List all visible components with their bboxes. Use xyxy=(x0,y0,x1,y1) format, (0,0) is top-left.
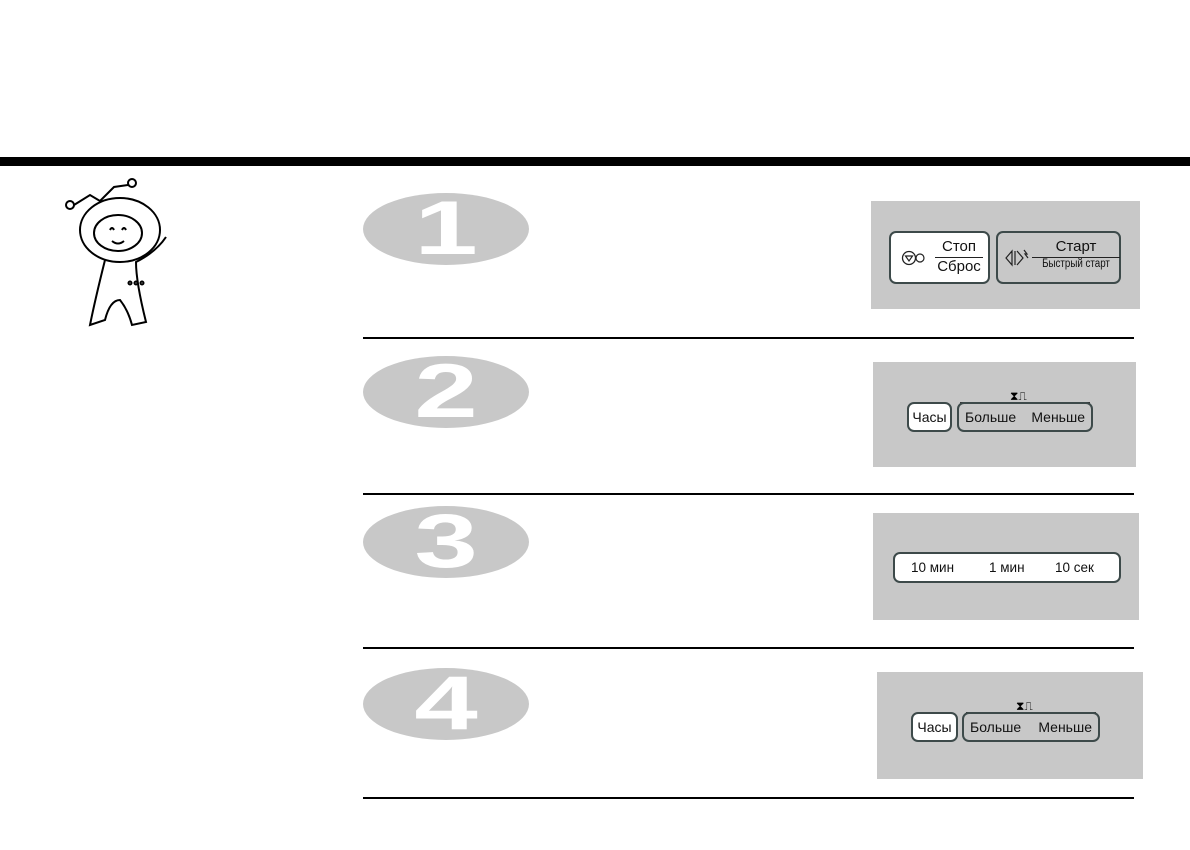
more-button[interactable]: Больше xyxy=(965,409,1017,425)
header-bar xyxy=(0,157,1190,166)
more-less-buttons: Больше Меньше xyxy=(957,402,1093,432)
less-button[interactable]: Меньше xyxy=(1031,409,1085,425)
step-number-3: 3 xyxy=(363,504,529,580)
reset-label: Сброс xyxy=(937,258,981,275)
step-number-4: 4 xyxy=(363,666,529,742)
ten-min-button[interactable]: 10 мин xyxy=(911,560,955,575)
timer-weight-icon: ⧗⎍ xyxy=(1012,699,1037,714)
stop-reset-button[interactable]: Стоп Сброс xyxy=(889,231,990,284)
step-number-2: 2 xyxy=(363,354,529,430)
divider xyxy=(363,647,1134,649)
quick-start-label: Быстрый старт xyxy=(1042,258,1110,270)
more-less-buttons: Больше Меньше xyxy=(962,712,1100,742)
clock-button[interactable]: Часы xyxy=(911,712,958,742)
control-panel-clock: ⧗⎍ Часы Больше Меньше xyxy=(873,362,1136,467)
divider xyxy=(363,797,1134,799)
less-button[interactable]: Меньше xyxy=(1038,719,1092,735)
mascot-illustration xyxy=(65,178,167,327)
more-button[interactable]: Больше xyxy=(970,719,1022,735)
control-panel-stop-start: Стоп Сброс Старт Быстрый старт xyxy=(871,201,1140,309)
start-icon xyxy=(1005,249,1029,267)
timer-weight-icon: ⧗⎍ xyxy=(1006,389,1031,404)
start-label: Старт xyxy=(1032,238,1120,258)
divider xyxy=(363,337,1134,339)
stop-icon xyxy=(901,250,925,266)
divider xyxy=(363,493,1134,495)
time-buttons: 10 мин 1 мин 10 сек xyxy=(893,552,1121,583)
one-min-button[interactable]: 1 мин xyxy=(989,560,1025,575)
start-quick-start-button[interactable]: Старт Быстрый старт xyxy=(996,231,1121,284)
clock-button[interactable]: Часы xyxy=(907,402,952,432)
ten-sec-button[interactable]: 10 сек xyxy=(1055,560,1094,575)
step-number-1: 1 xyxy=(363,191,529,267)
control-panel-clock-2: ⧗⎍ Часы Больше Меньше xyxy=(877,672,1143,779)
stop-label: Стоп xyxy=(935,238,983,258)
control-panel-time: 10 мин 1 мин 10 сек xyxy=(873,513,1139,620)
